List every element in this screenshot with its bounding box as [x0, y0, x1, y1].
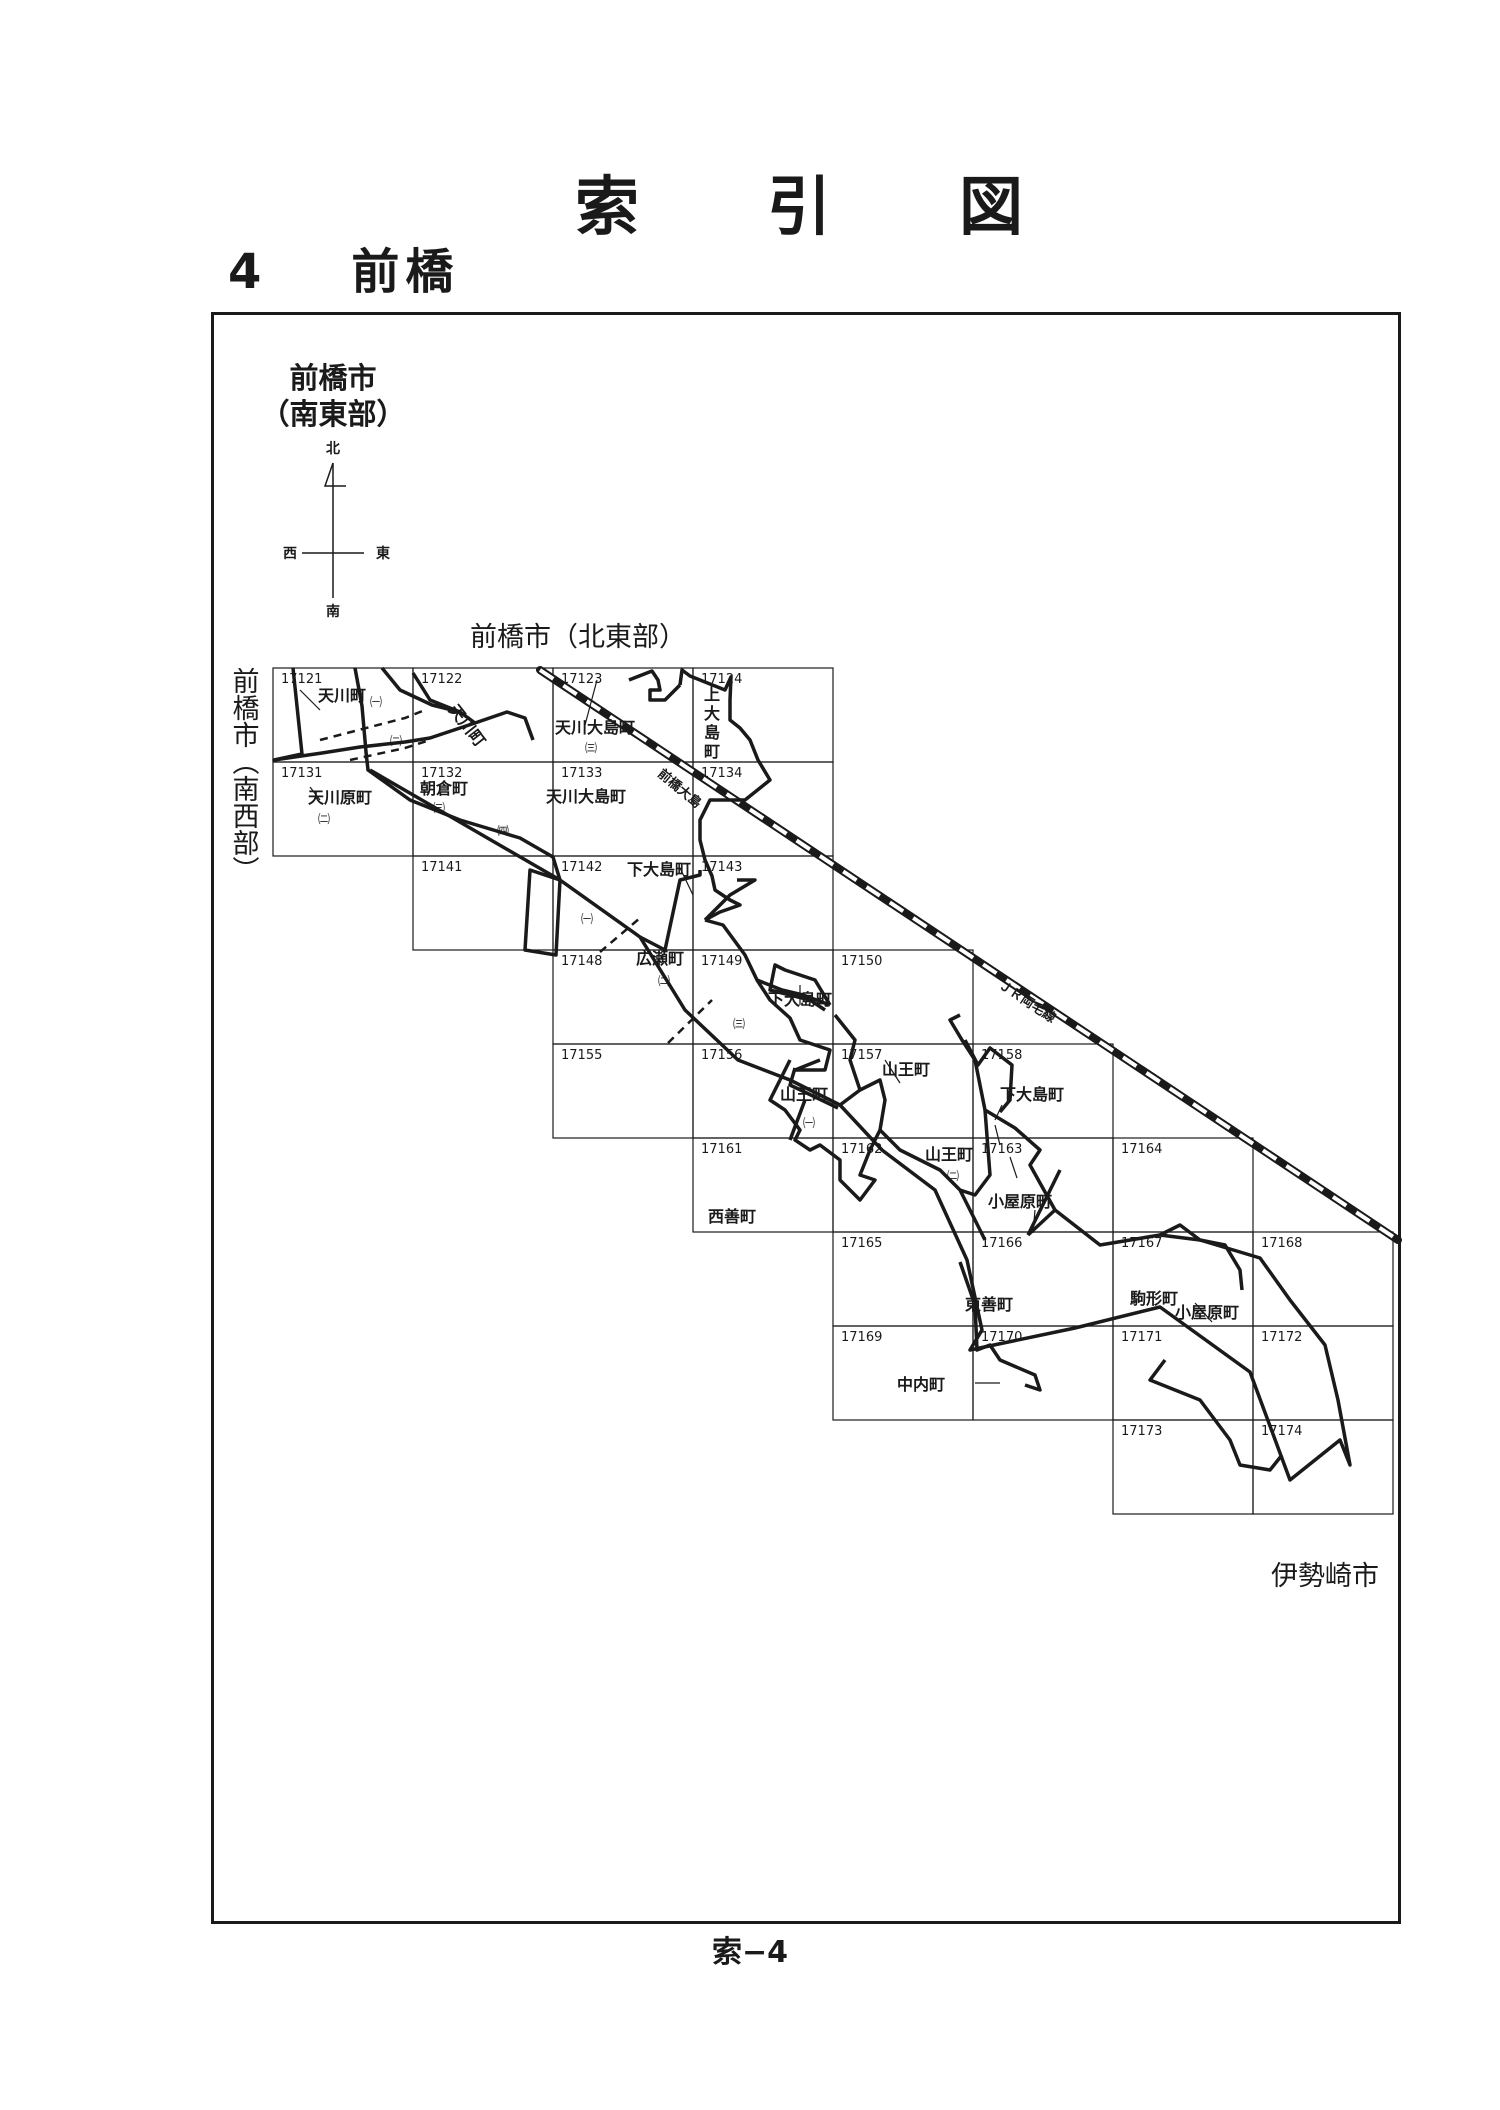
town-label: 小屋原町 — [988, 1192, 1052, 1211]
compass-south: 南 — [326, 603, 340, 620]
sheet-number[interactable]: 17121 — [281, 672, 322, 687]
sheet-number[interactable]: 17169 — [841, 1330, 882, 1345]
neighbor-north: 前橋市（北東部） — [470, 622, 686, 653]
sub-boundaries — [319, 708, 713, 1044]
town-label: 山王町 — [925, 1145, 973, 1164]
sheet-number[interactable]: 17149 — [701, 954, 742, 969]
sheet-number[interactable]: 17122 — [421, 672, 462, 687]
sheet-number[interactable]: 17133 — [561, 766, 602, 781]
sheet-number[interactable]: 17171 — [1121, 1330, 1162, 1345]
sheet-number[interactable]: 17142 — [561, 860, 602, 875]
map-title-line2: （南東部） — [260, 397, 405, 431]
sheet-number[interactable]: 17156 — [701, 1048, 742, 1063]
neighbor-southeast: 伊勢崎市 — [1271, 1561, 1379, 1592]
town-label: 島 — [704, 723, 720, 742]
town-label: 東善町 — [965, 1295, 1013, 1314]
sheet-number[interactable]: 17163 — [981, 1142, 1022, 1157]
town-label: 下大島町 — [627, 860, 691, 879]
sheet-number[interactable]: 17131 — [281, 766, 322, 781]
sheet-number[interactable]: 17161 — [701, 1142, 742, 1157]
town-label: 天川町 — [445, 701, 490, 751]
sheet-number[interactable]: 17174 — [1261, 1424, 1302, 1439]
compass-north: 北 — [326, 441, 340, 457]
sheet-number[interactable]: 17134 — [701, 766, 742, 781]
town-label: 山王町 — [882, 1060, 930, 1079]
sheet-number[interactable]: 17164 — [1121, 1142, 1162, 1157]
sheet-number[interactable]: 17155 — [561, 1048, 602, 1063]
town-label: 上 — [704, 685, 720, 704]
sheet-number[interactable]: 17166 — [981, 1236, 1022, 1251]
compass-east: 東 — [376, 545, 390, 562]
sub-mark: ㈢ — [733, 1017, 745, 1031]
town-label: 町 — [704, 742, 720, 761]
section-heading: 4 前橋 — [228, 242, 459, 302]
town-label: 大 — [704, 704, 720, 723]
town-label: 下大島町 — [1000, 1085, 1064, 1104]
sheet-number[interactable]: 17132 — [421, 766, 462, 781]
railway-label: ＪＲ両毛線 — [996, 977, 1060, 1027]
map-frame — [211, 312, 1401, 1924]
page-number: 索−4 — [711, 1935, 788, 1970]
neighbor-west: 前橋市（南西部） — [228, 667, 260, 883]
page-title: 索引図 — [575, 171, 1151, 245]
railway-line — [536, 666, 1402, 1244]
sub-mark: ㈢ — [433, 801, 445, 815]
sheet-number[interactable]: 17168 — [1261, 1236, 1302, 1251]
sheet-number[interactable]: 17148 — [561, 954, 602, 969]
sheet-number[interactable]: 17141 — [421, 860, 462, 875]
compass-west: 西 — [283, 546, 297, 562]
section-number: 4 — [228, 244, 268, 300]
sub-mark: ㈠ — [581, 912, 593, 926]
town-label: 西善町 — [708, 1207, 756, 1226]
sub-mark: ㈣ — [497, 824, 509, 838]
town-label: 天川原町 — [308, 788, 372, 807]
sub-mark: ㈡ — [947, 1169, 959, 1183]
sheet-number[interactable]: 17150 — [841, 954, 882, 969]
section-name: 前橋 — [351, 244, 460, 300]
town-label: 広瀬町 — [636, 949, 684, 968]
sub-mark: ㈠ — [370, 695, 382, 709]
sub-mark: ㈡ — [390, 734, 402, 748]
leader-lines — [299, 679, 1213, 1384]
town-label: 小屋原町 — [1175, 1303, 1239, 1322]
sub-mark: ㈠ — [803, 1116, 815, 1130]
town-label: 朝倉町 — [420, 779, 468, 798]
town-label: 中内町 — [897, 1375, 945, 1394]
town-label: 天川大島町 — [555, 718, 635, 737]
compass-rose — [302, 462, 364, 598]
map-title-line1: 前橋市 — [289, 361, 376, 395]
sub-mark: ㈡ — [658, 974, 670, 988]
sheet-number[interactable]: 17157 — [841, 1048, 882, 1063]
sheet-number[interactable]: 17165 — [841, 1236, 882, 1251]
sheet-number[interactable]: 17123 — [561, 672, 602, 687]
town-label: 天川町 — [318, 686, 366, 705]
town-label: 下大島町 — [768, 990, 832, 1009]
town-label: 山王町 — [780, 1085, 828, 1104]
district-boundary — [272, 666, 1352, 1482]
sub-mark: ㈡ — [318, 812, 330, 826]
sheet-number[interactable]: 17173 — [1121, 1424, 1162, 1439]
town-label: 天川大島町 — [546, 787, 626, 806]
sub-mark: ㈢ — [585, 741, 597, 755]
sheet-number[interactable]: 17172 — [1261, 1330, 1302, 1345]
town-label: 駒形町 — [1130, 1289, 1178, 1308]
